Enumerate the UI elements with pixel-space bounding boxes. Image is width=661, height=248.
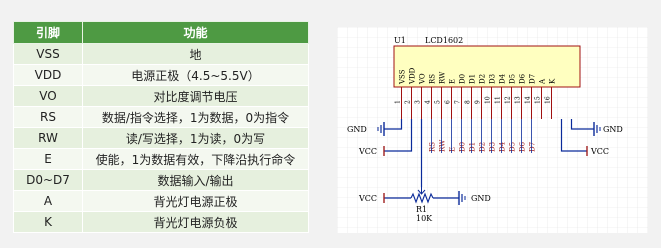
- chip-pin-number: 15: [535, 96, 542, 104]
- net-label: D7: [529, 142, 537, 152]
- table-header-row: 引脚 功能: [13, 21, 309, 44]
- chip-pin-number: 13: [515, 96, 522, 104]
- chip-pin-name: D3: [489, 74, 497, 84]
- vcc-label-left: VCC: [358, 147, 377, 156]
- chip-pin-name: D7: [529, 74, 537, 84]
- ground-symbol-right: [593, 122, 601, 136]
- net-label: D4: [499, 141, 507, 152]
- function-cell: 读/写选择，1为读，0为写: [82, 127, 309, 149]
- chip-pin-name: D4: [499, 73, 507, 84]
- net-label: D1: [469, 142, 477, 152]
- chip-pin-number: 10: [485, 96, 492, 104]
- function-cell: 背光灯电源负极: [82, 211, 309, 233]
- chip-pin-name: K: [549, 78, 557, 84]
- chip-pin-number: 8: [465, 100, 472, 104]
- pot-value-label: 10K: [416, 214, 433, 223]
- chip-pin-number: 9: [475, 100, 482, 104]
- pin-cell: RS: [13, 106, 83, 128]
- function-cell: 背光灯电源正极: [82, 190, 309, 212]
- pin-cell: E: [13, 148, 83, 170]
- net-label: RW: [439, 139, 447, 152]
- chip-pin-number: 2: [405, 100, 412, 104]
- chip-pin-name: D5: [509, 74, 517, 84]
- pin-cell: A: [13, 190, 83, 212]
- net-label: D3: [489, 142, 497, 152]
- vcc-label-right: VCC: [590, 147, 609, 156]
- function-cell: 电源正极（4.5~5.5V）: [82, 64, 309, 86]
- chip-pin-number: 5: [435, 100, 442, 104]
- chip-pin-number: 14: [525, 96, 532, 104]
- chip-ref-label: U1: [394, 36, 406, 45]
- chip-pin-name: VO: [419, 73, 427, 85]
- header-function: 功能: [82, 21, 309, 44]
- pot-ref-label: R1: [416, 205, 427, 214]
- potentiometer-symbol: [410, 192, 434, 204]
- lcd1602-schematic: U1 LCD1602 VSS1VDD2VO3RS4RW5E6D07D18D29D…: [337, 27, 648, 233]
- chip-pin-name: D2: [479, 74, 487, 84]
- chip-part-label: LCD1602: [425, 36, 463, 45]
- chip-pin-name: VDD: [409, 67, 417, 85]
- chip-pin-name: VSS: [399, 69, 407, 85]
- chip-pin-number: 6: [445, 100, 452, 104]
- lcd1602-chip-body: [393, 45, 581, 88]
- chip-pin-number: 11: [495, 96, 502, 104]
- pin-cell: VDD: [13, 64, 83, 86]
- chip-pin-name: E: [449, 79, 457, 84]
- chip-pin-name: RW: [439, 71, 447, 84]
- net-label: D0: [459, 142, 467, 152]
- pot-wiper-arrow: [417, 187, 426, 195]
- chip-pin-number: 16: [545, 96, 552, 104]
- net-label: RS: [429, 142, 437, 152]
- gnd-label-pot: GND: [471, 194, 491, 203]
- function-cell: 数据/指令选择，1为数据，0为指令: [82, 106, 309, 128]
- chip-pin-number: 3: [415, 100, 422, 104]
- ground-symbol-pot: [458, 191, 466, 205]
- net-label: E: [449, 147, 457, 152]
- pin-cell: K: [13, 211, 83, 233]
- header-pin: 引脚: [13, 21, 83, 44]
- pin-cell: VO: [13, 85, 83, 107]
- gnd-label-left: GND: [347, 125, 367, 134]
- gnd-label-right: GND: [603, 125, 623, 134]
- vcc-label-pot: VCC: [358, 194, 377, 203]
- function-cell: 对比度调节电压: [82, 85, 309, 107]
- chip-pin-name: D1: [469, 74, 477, 84]
- pin-cell: D0~D7: [13, 169, 83, 191]
- pin-cell: RW: [13, 127, 83, 149]
- ground-symbol-left: [377, 122, 385, 136]
- chip-pin-name: D0: [459, 74, 467, 84]
- net-label: D2: [479, 142, 487, 152]
- chip-pin-name: D6: [519, 73, 527, 84]
- chip-pin-number: 4: [425, 100, 432, 104]
- chip-pin-name: A: [539, 78, 547, 85]
- chip-pin-name: RS: [429, 74, 437, 84]
- chip-pin-number: 12: [505, 96, 512, 104]
- chip-pins: VSS1VDD2VO3RS4RW5E6D07D18D29D310D411D512…: [395, 67, 557, 153]
- function-cell: 数据输入/输出: [82, 169, 309, 191]
- pin-cell: VSS: [13, 43, 83, 65]
- function-cell: 地: [82, 43, 309, 65]
- chip-pin-number: 1: [395, 100, 402, 104]
- net-label: D6: [519, 141, 527, 152]
- chip-pin-number: 7: [455, 100, 462, 104]
- net-label: D5: [509, 142, 517, 152]
- schematic-wires: [384, 119, 594, 199]
- function-cell: 使能，1为数据有效，下降沿执行命令: [82, 148, 309, 170]
